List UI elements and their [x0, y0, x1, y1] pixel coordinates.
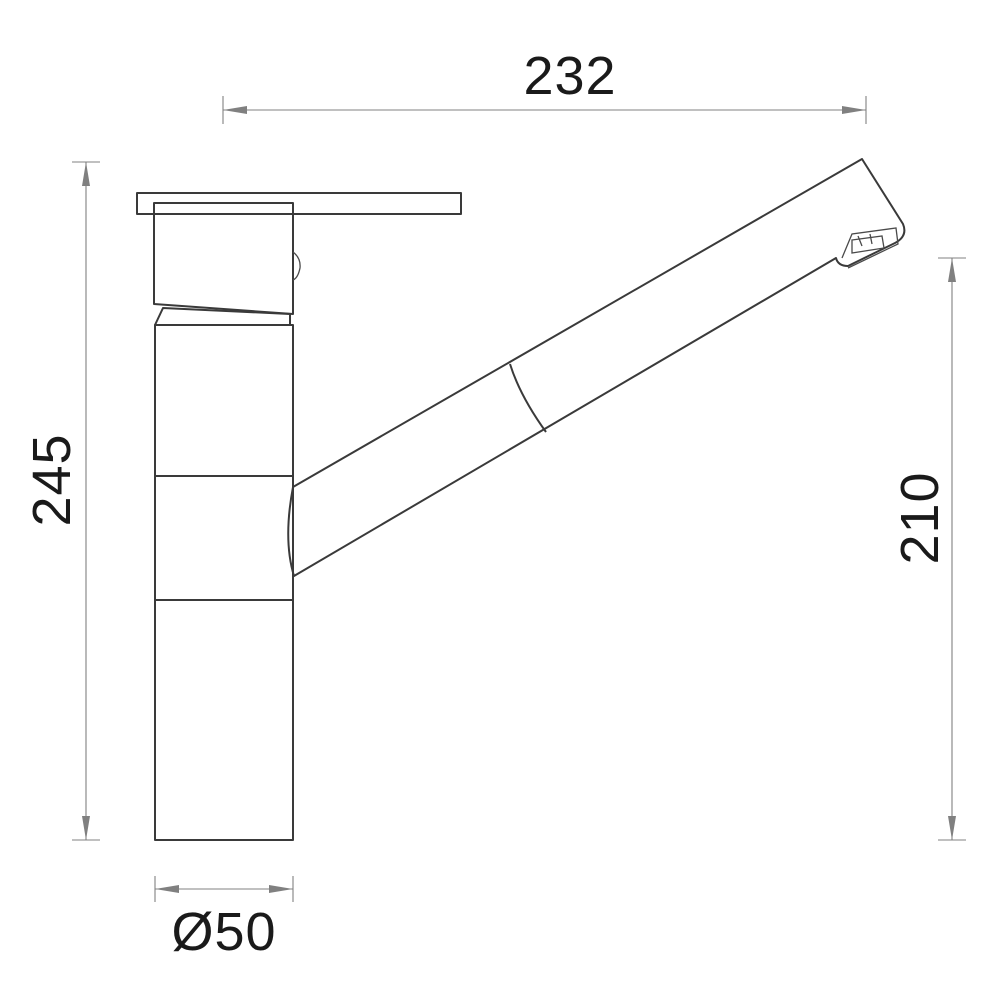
spout-joint — [509, 363, 547, 433]
faucet — [136, 158, 906, 841]
arrow-bottom — [948, 816, 956, 840]
dimension-width: 232 — [222, 46, 867, 124]
lever-block — [153, 202, 294, 315]
dimension-spout-height: 210 — [890, 257, 966, 841]
arrow-left — [223, 106, 247, 114]
aerator-nozzle — [841, 227, 899, 269]
spout — [287, 158, 906, 577]
arrow-right — [269, 885, 293, 893]
dimension-diameter-label: Ø50 — [171, 902, 276, 962]
dimension-diameter: Ø50 — [154, 876, 294, 962]
lever-side-knob — [292, 251, 301, 281]
arrow-right — [842, 106, 866, 114]
arrow-left — [155, 885, 179, 893]
arrow-top — [82, 162, 90, 186]
dimension-total-height-label: 245 — [22, 433, 82, 526]
arrow-top — [948, 258, 956, 282]
separator-ring — [154, 307, 291, 326]
dimension-total-height: 245 — [22, 161, 100, 841]
lever-handle — [136, 192, 462, 215]
arrow-bottom — [82, 816, 90, 840]
body-cylinder — [154, 324, 294, 841]
dimension-width-label: 232 — [523, 46, 616, 106]
dimension-spout-height-label: 210 — [890, 471, 950, 564]
